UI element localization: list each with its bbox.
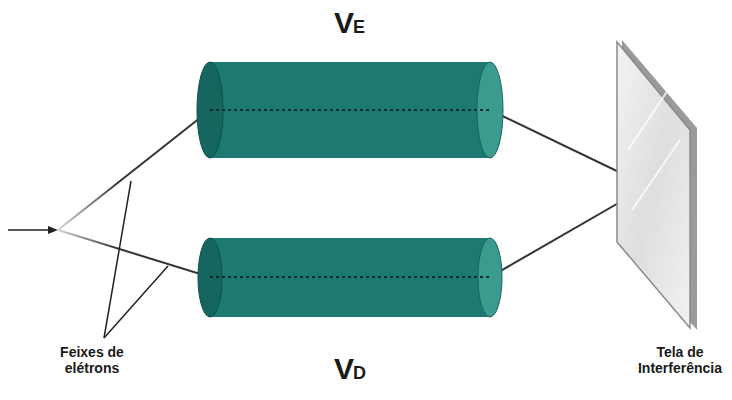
cylinder: [198, 238, 502, 317]
interference-screen: [617, 40, 697, 330]
screen-label: Tela de Interferência: [632, 344, 728, 376]
voltage-subscript: D: [353, 363, 366, 384]
voltage-label: V: [334, 352, 354, 387]
arrow-head: [48, 226, 58, 234]
electron-beam: [58, 110, 210, 230]
cylinder: [197, 62, 503, 158]
beam-label: Feixes de elétrons: [37, 344, 147, 376]
incoming-line: [8, 229, 50, 231]
voltage-label: V: [334, 6, 354, 41]
leader-line: [104, 181, 131, 338]
electron-beam: [58, 230, 210, 277]
voltage-subscript: E: [353, 17, 365, 38]
leader-line: [104, 266, 168, 338]
